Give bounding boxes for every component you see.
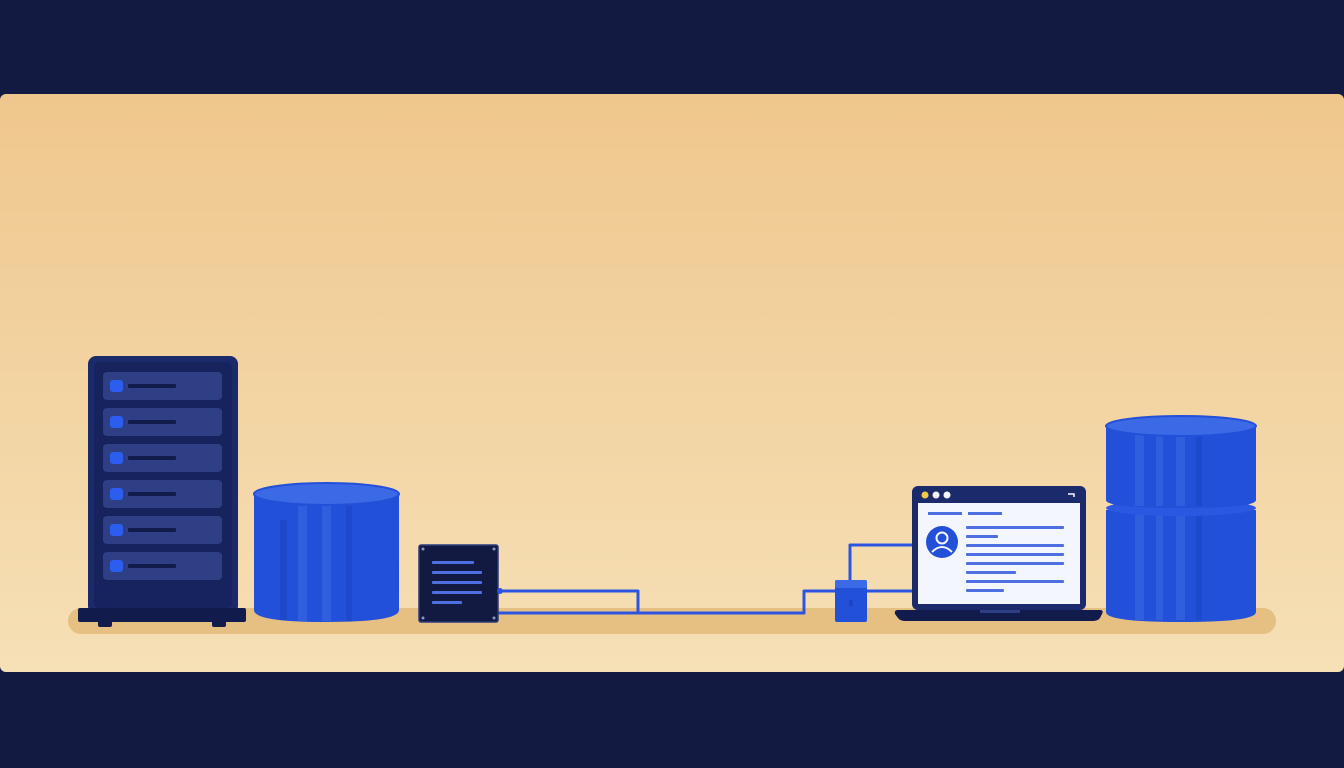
status-light-icon <box>110 452 123 464</box>
database-stack-icon <box>1105 415 1257 622</box>
switch-to-avatar-line <box>848 543 928 582</box>
status-light-icon <box>110 560 123 572</box>
server-slot <box>103 516 222 544</box>
window-dot-icon <box>921 491 929 499</box>
text-line <box>966 562 1064 565</box>
status-light-icon <box>110 380 123 392</box>
text-line <box>966 526 1064 529</box>
connection-lines <box>498 543 928 615</box>
server-slot <box>103 480 222 508</box>
bottom-frame-band <box>0 672 1344 768</box>
text-line <box>966 544 1064 547</box>
text-line <box>432 591 482 594</box>
server-slot <box>103 552 222 580</box>
terminal-panel-icon <box>418 544 503 623</box>
status-light-icon <box>110 416 123 428</box>
text-line <box>966 571 1016 574</box>
database-cylinder-icon <box>253 482 400 622</box>
text-line <box>966 553 1064 556</box>
network-switch-icon <box>835 580 867 622</box>
window-dot-icon <box>943 491 951 499</box>
text-line <box>432 571 482 574</box>
text-line <box>432 561 474 564</box>
upper-link-line <box>498 589 836 615</box>
server-rack-icon <box>78 356 246 627</box>
laptop-icon <box>894 486 1103 621</box>
server-slot <box>103 408 222 436</box>
text-line <box>966 580 1064 583</box>
server-slot <box>103 372 222 400</box>
window-dot-icon <box>932 491 940 499</box>
server-slot <box>103 444 222 472</box>
text-line <box>432 601 462 604</box>
text-line <box>966 589 1004 592</box>
status-light-icon <box>110 524 123 536</box>
text-line <box>432 581 482 584</box>
top-frame-band <box>0 0 1344 94</box>
text-line <box>966 535 998 538</box>
status-light-icon <box>110 488 123 500</box>
user-avatar-icon <box>926 526 958 558</box>
